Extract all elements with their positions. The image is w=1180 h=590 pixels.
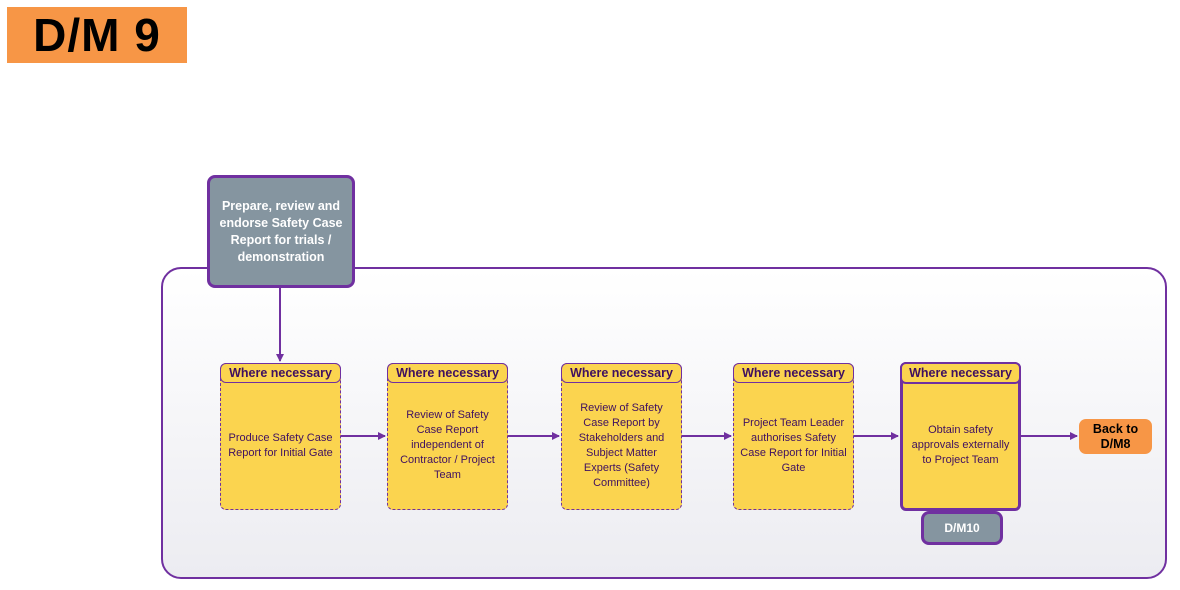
top-process-label: Prepare, review and endorse Safety Case … xyxy=(219,198,343,264)
next-stage-label: D/M10 xyxy=(944,521,980,535)
next-stage-dm10-button[interactable]: D/M10 xyxy=(921,511,1003,545)
step-text: Obtain safety approvals externally to Pr… xyxy=(911,424,1010,466)
step-text: Review of Safety Case Report independent… xyxy=(400,409,495,481)
step-stakeholder-review[interactable]: Where necessary Review of Safety Case Re… xyxy=(561,363,682,510)
step-text: Project Team Leader authorises Safety Ca… xyxy=(740,416,847,474)
step-independent-review[interactable]: Where necessary Review of Safety Case Re… xyxy=(387,363,508,510)
step-produce-report[interactable]: Where necessary Produce Safety Case Repo… xyxy=(220,363,341,510)
back-link-label: Back to D/M8 xyxy=(1092,421,1139,451)
step-header: Where necessary xyxy=(561,363,682,383)
step-text: Review of Safety Case Report by Stakehol… xyxy=(578,401,665,489)
page-title: D/M 9 xyxy=(7,7,187,63)
step-header: Where necessary xyxy=(387,363,508,383)
top-process-box[interactable]: Prepare, review and endorse Safety Case … xyxy=(207,175,355,288)
step-header: Where necessary xyxy=(220,363,341,383)
step-header: Where necessary xyxy=(733,363,854,383)
back-to-dm8-button[interactable]: Back to D/M8 xyxy=(1079,419,1152,454)
step-header: Where necessary xyxy=(900,362,1021,384)
step-ptl-authorises[interactable]: Where necessary Project Team Leader auth… xyxy=(733,363,854,510)
step-external-approvals[interactable]: Where necessary Obtain safety approvals … xyxy=(900,362,1021,511)
step-text: Produce Safety Case Report for Initial G… xyxy=(228,431,333,459)
